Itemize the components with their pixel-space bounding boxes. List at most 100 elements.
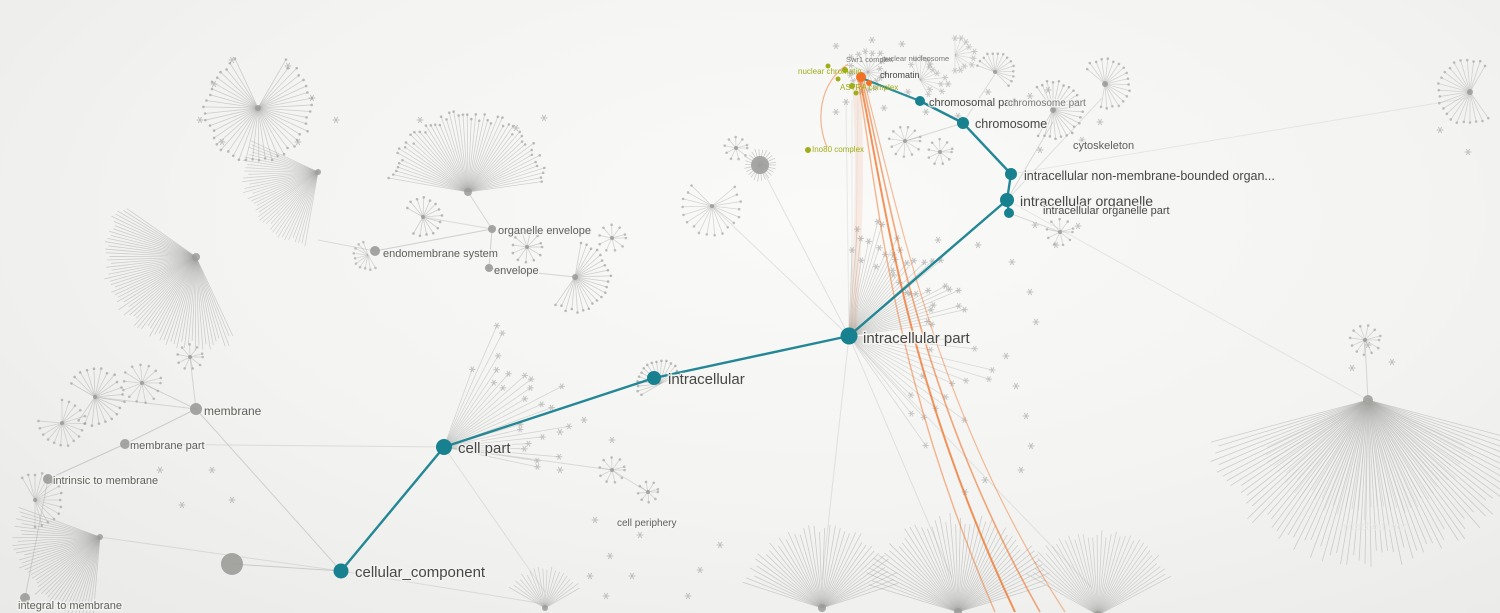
term-node-selected[interactable]: [866, 80, 872, 86]
term-node-gray[interactable]: [370, 246, 380, 256]
term-node-cellular-component[interactable]: [333, 563, 349, 579]
term-node-gray[interactable]: [43, 474, 53, 484]
cluster-hub-node[interactable]: [192, 253, 200, 261]
term-node-lime[interactable]: [849, 83, 855, 89]
fan-spoke: [94, 368, 102, 398]
cluster-hub-node[interactable]: [1467, 89, 1473, 95]
fan-spoke: [257, 107, 278, 156]
fan-spoke: [904, 130, 916, 142]
term-node-intracellular[interactable]: [647, 371, 661, 385]
graph-edge: [759, 164, 850, 337]
cluster-hub-node[interactable]: [33, 498, 37, 502]
cluster-leaf-dot: [139, 363, 142, 367]
cluster-hub-node[interactable]: [97, 534, 103, 540]
cluster-leaf-star: [954, 112, 962, 120]
fan-spoke: [611, 466, 625, 471]
cluster-hub-node[interactable]: [60, 421, 64, 425]
fan-spoke: [1309, 399, 1369, 558]
fan-spoke: [1293, 399, 1369, 550]
cluster-hub-node[interactable]: [954, 608, 962, 613]
cluster-hub-node[interactable]: [610, 236, 614, 240]
cluster-hub-node[interactable]: [464, 188, 472, 196]
term-node-gray[interactable]: [190, 403, 202, 415]
term-node-lime[interactable]: [853, 90, 859, 96]
fan-spoke: [749, 567, 823, 609]
cluster-hub-node[interactable]: [610, 468, 614, 472]
fan-spoke: [195, 256, 230, 337]
term-node-lime[interactable]: [842, 67, 848, 73]
cluster-hub-node[interactable]: [818, 604, 826, 612]
cluster-leaf-star: [539, 433, 546, 440]
cluster-hub-node[interactable]: [1363, 395, 1373, 405]
fan-spoke: [992, 53, 996, 73]
term-node-intracellular-non-membrane-bounded-organ[interactable]: [1005, 168, 1017, 180]
cluster-hub-node[interactable]: [646, 490, 650, 494]
cluster-leaf-dot: [579, 241, 583, 245]
fan-spoke: [443, 332, 503, 448]
fan-spoke: [868, 584, 959, 613]
fan-spoke: [252, 107, 259, 160]
cluster-leaf-star: [848, 68, 855, 76]
cluster-hub-node[interactable]: [751, 156, 769, 174]
cluster-hub-node[interactable]: [525, 245, 529, 249]
cluster-leaf-dot: [424, 131, 427, 134]
term-node-gray[interactable]: [20, 593, 30, 603]
cluster-leaf-dot: [554, 303, 557, 307]
term-node-gray[interactable]: [485, 264, 493, 272]
cluster-hub-node[interactable]: [903, 139, 907, 143]
cluster-hub-node[interactable]: [188, 355, 192, 359]
fan-spoke: [430, 125, 469, 193]
term-node-lime[interactable]: [825, 63, 831, 69]
term-node-selected[interactable]: [856, 72, 866, 82]
cluster-leaf-dot: [396, 151, 399, 155]
cluster-leaf-star: [1012, 382, 1020, 390]
fan-spoke: [422, 200, 431, 218]
fan-spoke: [467, 125, 514, 193]
cluster-hub-node[interactable]: [140, 381, 144, 385]
term-node-intracellular-organelle[interactable]: [1000, 193, 1014, 207]
fan-spoke: [769, 542, 823, 609]
fan-cluster: [636, 480, 660, 504]
fan-spoke: [78, 396, 96, 421]
cluster-hub-node[interactable]: [542, 605, 548, 611]
term-node-intracellular-part[interactable]: [840, 327, 858, 345]
cluster-leaf-dot: [913, 129, 917, 132]
fan-spoke: [1246, 399, 1369, 504]
term-node-intracellular-organelle-part[interactable]: [1004, 208, 1014, 218]
cluster-leaf-dot: [539, 242, 543, 245]
cluster-hub-node[interactable]: [255, 105, 261, 111]
term-node-gray[interactable]: [120, 439, 130, 449]
cluster-hub-node[interactable]: [938, 150, 942, 154]
term-node-lime[interactable]: [835, 76, 841, 82]
fan-spoke: [113, 228, 197, 258]
cluster-leaf-dot: [176, 353, 179, 356]
term-node-lime[interactable]: [805, 147, 811, 153]
cluster-leaf-dot: [1366, 324, 1370, 327]
cluster-hub-node[interactable]: [1102, 81, 1108, 87]
cluster-hub-node[interactable]: [1050, 107, 1056, 113]
fan-spoke: [163, 256, 197, 341]
fan-spoke: [1367, 399, 1500, 497]
teal-nodes: [333, 96, 1017, 579]
cluster-hub-node[interactable]: [1058, 230, 1062, 234]
cluster-hub-node[interactable]: [734, 146, 738, 150]
cluster-hub-node[interactable]: [421, 215, 425, 219]
cluster-hub-node[interactable]: [315, 169, 321, 175]
cluster-leaf-dot: [624, 236, 628, 240]
cluster-hub-node[interactable]: [993, 70, 997, 74]
cluster-leaf-dot: [918, 135, 922, 139]
cluster-hub-node[interactable]: [1363, 338, 1367, 342]
cluster-hub-node[interactable]: [572, 274, 578, 280]
cluster-leaf-star: [1052, 241, 1060, 249]
cluster-hub-node[interactable]: [93, 395, 97, 399]
term-node-chromosomal-part[interactable]: [915, 96, 925, 106]
term-node-cell-part[interactable]: [436, 439, 452, 455]
cluster-hub-node[interactable]: [710, 204, 714, 208]
term-node-gray[interactable]: [221, 553, 243, 575]
term-node-chromosome[interactable]: [957, 117, 969, 129]
fan-spoke: [1037, 551, 1097, 613]
fan-cluster: [927, 137, 954, 166]
cluster-leaf-dot: [595, 299, 599, 302]
cluster-leaf-dot: [564, 309, 567, 313]
term-node-gray[interactable]: [488, 225, 496, 233]
